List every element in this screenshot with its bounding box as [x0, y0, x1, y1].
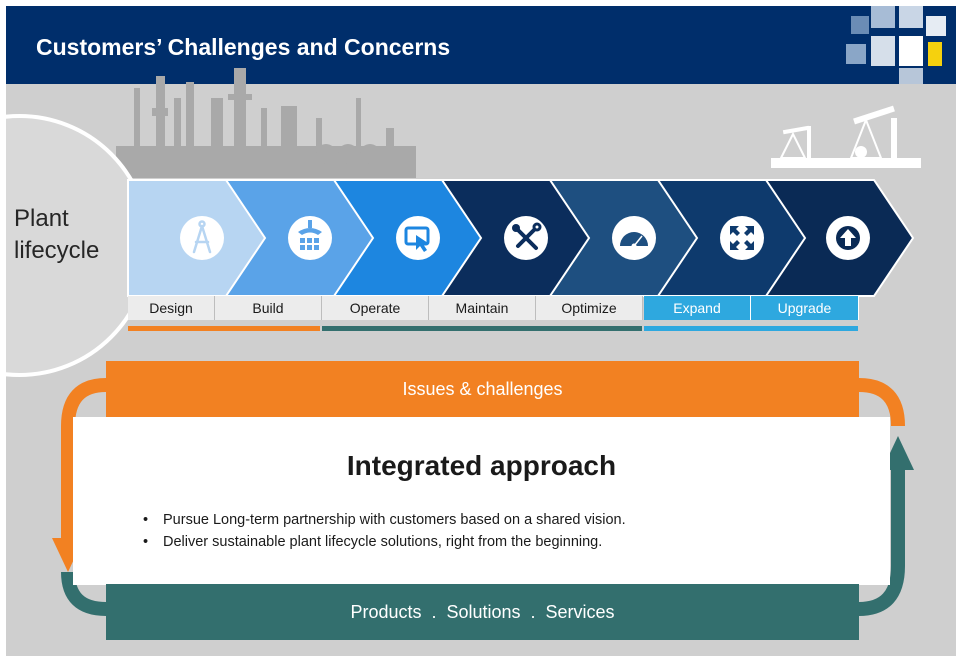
compass-icon [180, 216, 224, 260]
products-solutions-services-bar: Products . Solutions . Services [106, 584, 859, 640]
slide: Customers’ Challenges and Concerns [6, 6, 956, 656]
expand-icon [720, 216, 764, 260]
stage-label-expand: Expand [644, 296, 751, 320]
issues-bar: Issues & challenges [106, 361, 859, 417]
page-title: Customers’ Challenges and Concerns [36, 34, 451, 60]
underline-blue [644, 326, 858, 331]
stage-label-build: Build [215, 296, 322, 320]
stage-label-upgrade: Upgrade [751, 296, 859, 320]
lifecycle-chevrons [127, 179, 915, 297]
bullet-item: •Deliver sustainable plant lifecycle sol… [143, 534, 603, 550]
approach-bullets: •Pursue Long-term partnership with custo… [143, 509, 626, 553]
stage-label-operate: Operate [322, 296, 429, 320]
integrated-approach-box: Integrated approach •Pursue Long-term pa… [73, 417, 890, 585]
integrated-approach-title: Integrated approach [346, 450, 617, 481]
stage-label-maintain: Maintain [429, 296, 536, 320]
lifecycle-label-line1: Plant [14, 205, 69, 232]
lifecycle-label: Plant lifecycle [14, 203, 124, 267]
tools-icon [504, 216, 548, 260]
bullet-item: •Pursue Long-term partnership with custo… [143, 512, 626, 528]
underline-teal [322, 326, 642, 331]
plant-silhouette [116, 68, 416, 178]
header-bar: Customers’ Challenges and Concerns [6, 6, 956, 84]
gauge-icon [612, 216, 656, 260]
arrow-up-teal [882, 436, 914, 470]
upgrade-icon [826, 216, 870, 260]
underline-orange [128, 326, 320, 331]
stage-label-optimize: Optimize [536, 296, 643, 320]
touchscreen-icon [396, 216, 440, 260]
stage-label-design: Design [128, 296, 215, 320]
lifecycle-label-line2: lifecycle [14, 237, 100, 264]
crane-icon [288, 216, 332, 260]
pumpjack-silhouettes [771, 105, 921, 168]
